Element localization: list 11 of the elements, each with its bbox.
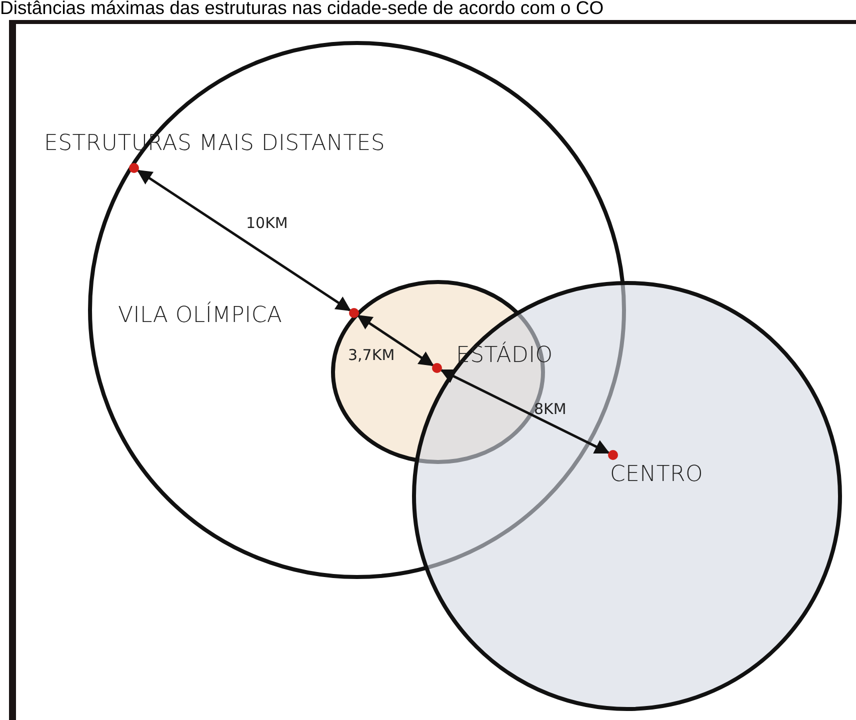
distance-arrow [356, 314, 434, 366]
distance-label: 8KM [534, 400, 566, 418]
distance-label: 3,7KM [348, 346, 395, 364]
location-dot [608, 450, 618, 460]
distance-arrow [440, 369, 610, 454]
distance-label: 10KM [246, 214, 288, 232]
location-label: VILA OLÍMPICA [118, 303, 282, 328]
title: Distâncias máximas das estruturas nas cidade-sede de acordo com o CO [0, 0, 605, 19]
location-dot [129, 163, 139, 173]
distance-arrow [136, 170, 352, 312]
location-label: CENTRO [610, 462, 703, 487]
